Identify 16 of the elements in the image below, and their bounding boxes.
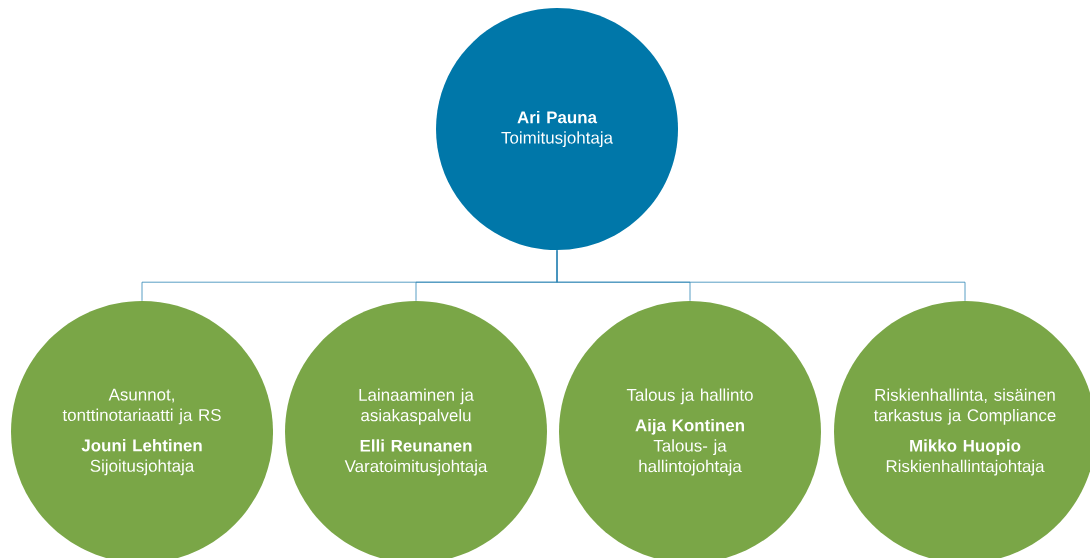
department-text: Talous ja hallinto bbox=[626, 388, 753, 405]
department-text: Riskienhallinta, sisäinen tarkastus ja Compliance bbox=[873, 388, 1056, 425]
name-text: Jouni Lehtinen bbox=[81, 439, 202, 452]
connector-line bbox=[556, 249, 966, 302]
name-text: Mikko Huopio bbox=[910, 439, 1021, 456]
title-text: Talous- ja hallintojohtaja bbox=[639, 439, 742, 476]
department-text: Lainaaminen ja asiakaspalvelu bbox=[359, 388, 474, 425]
name-text: Ari Pauna bbox=[517, 110, 598, 124]
person-circle bbox=[436, 8, 678, 250]
title-text: Varatoimitusjohtaja bbox=[344, 459, 488, 476]
title-text: Riskienhallintajohtaja bbox=[886, 459, 1045, 476]
title-text: Sijoitusjohtaja bbox=[90, 459, 195, 476]
department-text: Asunnot, tonttinotariaatti ja RS bbox=[62, 388, 221, 425]
name-text: Elli Reunanen bbox=[360, 439, 472, 452]
name-text: Aija Kontinen bbox=[635, 418, 744, 435]
title-text: Toimitusjohtaja bbox=[501, 131, 613, 148]
